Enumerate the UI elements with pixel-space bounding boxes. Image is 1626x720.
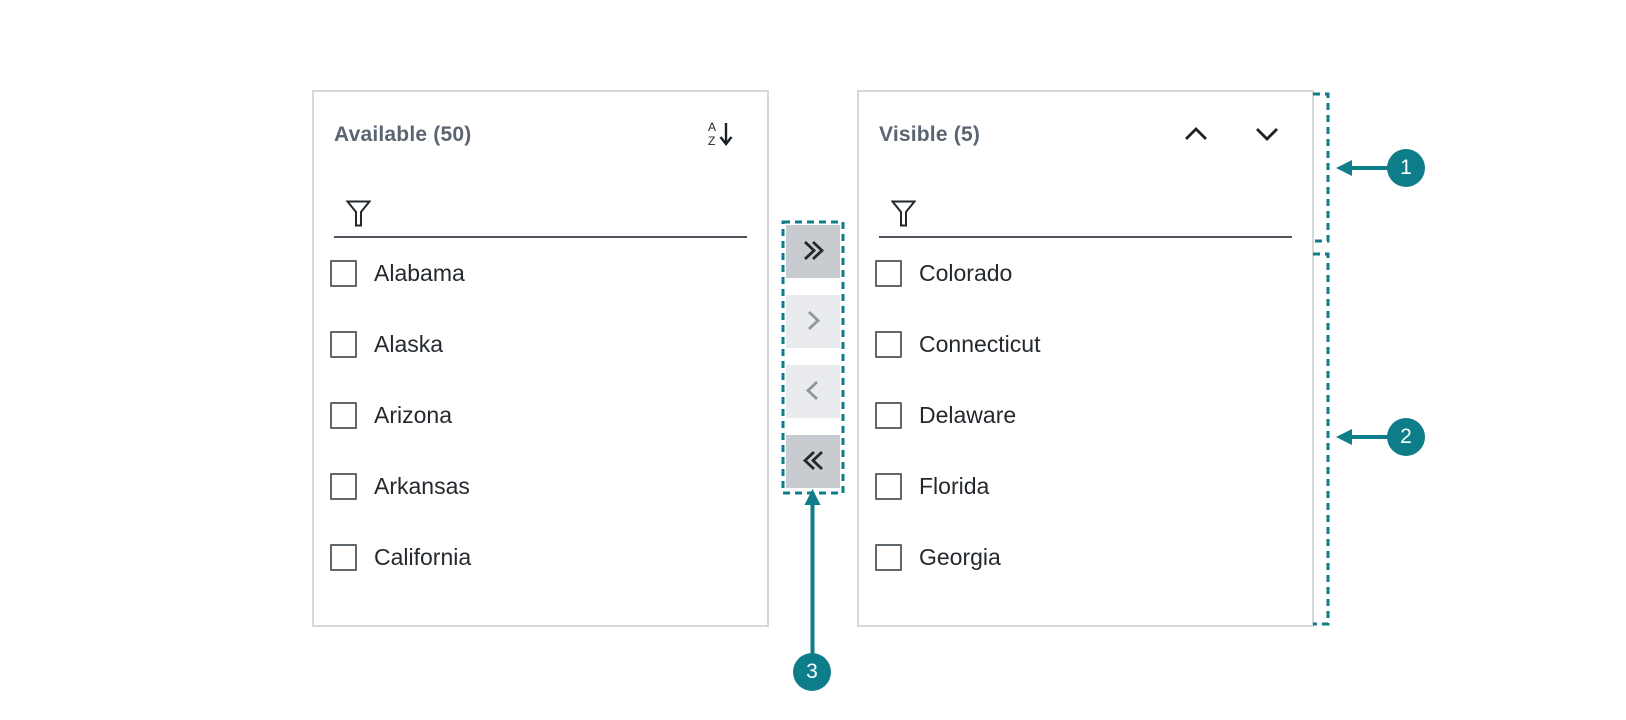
callout-1-marker: 1	[1387, 149, 1425, 187]
item-label: Delaware	[919, 402, 1017, 428]
checkbox-unchecked[interactable]	[875, 402, 902, 429]
available-panel-header: Available (50) A Z	[314, 92, 767, 178]
checkbox-unchecked[interactable]	[330, 331, 357, 358]
visible-filter-input[interactable]	[925, 188, 1290, 230]
callout-1-bracket	[1313, 92, 1330, 243]
list-item[interactable]: Colorado	[859, 238, 1312, 309]
item-label: Florida	[919, 473, 990, 499]
item-label: Connecticut	[919, 331, 1041, 357]
chevron-up-icon	[1184, 126, 1208, 144]
move-item-up-button[interactable]	[1184, 126, 1208, 144]
filter-funnel-icon	[346, 200, 371, 227]
move-item-down-button[interactable]	[1255, 127, 1279, 144]
visible-panel-header-icons	[1184, 126, 1279, 144]
visible-filter-field	[879, 178, 1292, 238]
visible-panel-title: Visible (5)	[879, 123, 981, 146]
available-filter-field	[334, 178, 747, 238]
list-item[interactable]: Delaware	[859, 380, 1312, 451]
item-label: Colorado	[919, 260, 1013, 286]
move-all-right-button[interactable]	[786, 225, 840, 278]
callout-3-arrowhead	[804, 489, 821, 505]
item-label: Georgia	[919, 544, 1001, 570]
available-item-list: Alabama Alaska Arizona Arkansas Californ…	[314, 238, 767, 593]
list-item[interactable]: Connecticut	[859, 309, 1312, 380]
item-label: Arizona	[374, 402, 452, 428]
visible-item-list: Colorado Connecticut Delaware Florida Ge…	[859, 238, 1312, 593]
filter-funnel-icon	[891, 200, 916, 227]
visible-panel-header: Visible (5)	[859, 92, 1312, 178]
item-label: Arkansas	[374, 473, 470, 499]
list-item[interactable]: Arkansas	[314, 451, 767, 522]
transfer-buttons-group	[786, 225, 840, 488]
chevron-down-icon	[1255, 127, 1279, 144]
list-item[interactable]: Florida	[859, 451, 1312, 522]
item-label: California	[374, 544, 472, 570]
az-sort-descending-icon: A Z	[707, 120, 734, 151]
callout-2-bracket	[1313, 252, 1330, 626]
list-item[interactable]: Arizona	[314, 380, 767, 451]
chevron-left-icon	[801, 379, 825, 405]
item-label: Alabama	[374, 260, 465, 286]
callout-1-arrowhead	[1336, 160, 1352, 176]
available-panel: Available (50) A Z A	[312, 90, 769, 627]
checkbox-unchecked[interactable]	[330, 402, 357, 429]
visible-panel: Visible (5)	[857, 90, 1314, 627]
sort-az-button[interactable]: A Z	[707, 120, 734, 151]
callout-3-marker: 3	[793, 653, 831, 691]
move-selected-left-button[interactable]	[786, 365, 840, 418]
list-item[interactable]: Alaska	[314, 309, 767, 380]
checkbox-unchecked[interactable]	[330, 544, 357, 571]
list-item[interactable]: Georgia	[859, 522, 1312, 593]
move-selected-right-button[interactable]	[786, 295, 840, 348]
item-label: Alaska	[374, 331, 444, 357]
list-item[interactable]: California	[314, 522, 767, 593]
checkbox-unchecked[interactable]	[875, 473, 902, 500]
checkbox-unchecked[interactable]	[875, 260, 902, 287]
available-panel-title: Available (50)	[334, 123, 472, 146]
callout-2-arrowhead	[1336, 429, 1352, 445]
svg-text:Z: Z	[708, 134, 715, 148]
chevron-right-icon	[801, 309, 825, 335]
double-chevron-right-icon	[800, 239, 827, 265]
list-item[interactable]: Alabama	[314, 238, 767, 309]
checkbox-unchecked[interactable]	[875, 331, 902, 358]
checkbox-unchecked[interactable]	[875, 544, 902, 571]
available-filter-input[interactable]	[380, 188, 745, 230]
checkbox-unchecked[interactable]	[330, 260, 357, 287]
move-all-left-button[interactable]	[786, 435, 840, 488]
checkbox-unchecked[interactable]	[330, 473, 357, 500]
callout-2-marker: 2	[1387, 418, 1425, 456]
svg-text:A: A	[708, 120, 716, 134]
double-chevron-left-icon	[800, 449, 827, 475]
